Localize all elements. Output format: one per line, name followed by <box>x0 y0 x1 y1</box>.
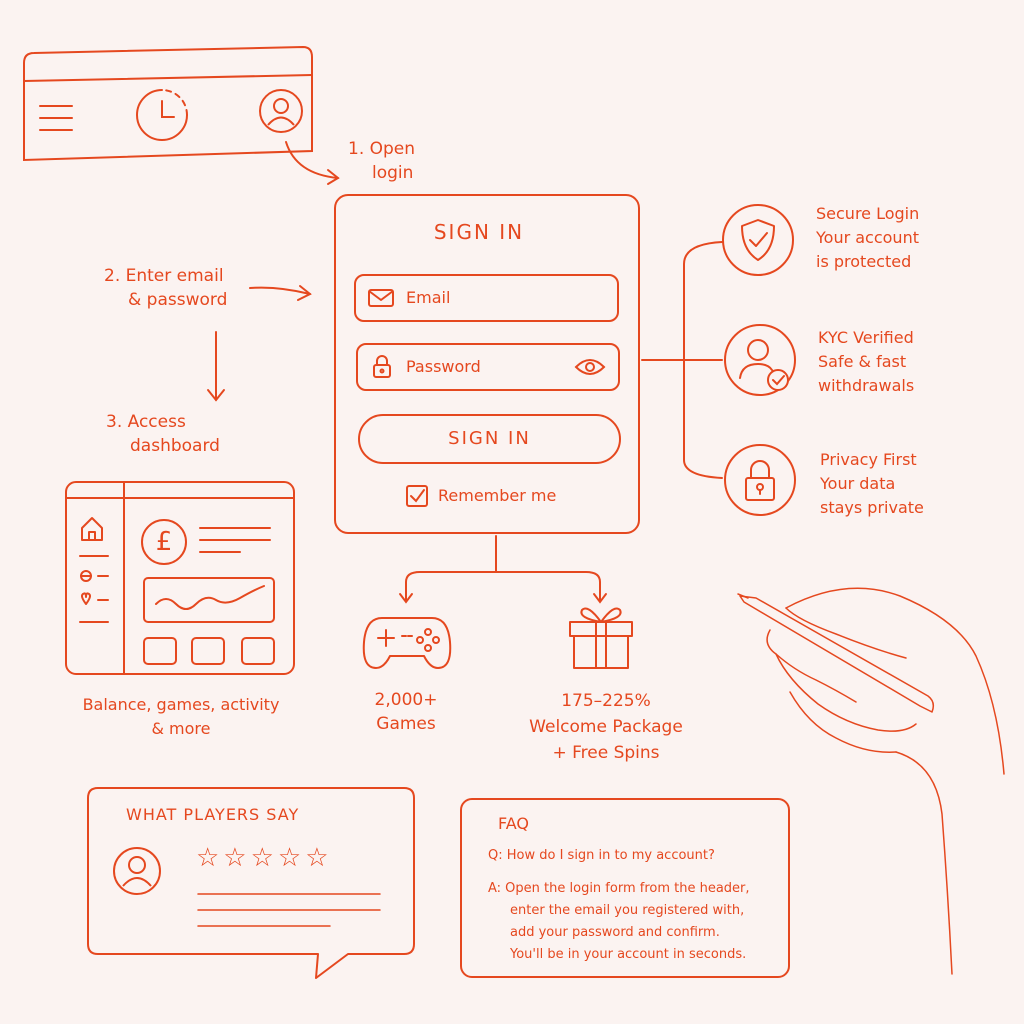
email-field[interactable]: Email <box>354 274 619 322</box>
arrow-to-form <box>248 280 316 304</box>
testimonial-heading: WHAT PLAYERS SAY <box>126 805 300 824</box>
games-offer: 2,000+Games <box>374 690 438 734</box>
faq-answer: A: Open the login form from the header, … <box>488 881 750 962</box>
testimonial-bubble <box>86 786 418 982</box>
padlock-icon <box>372 355 392 379</box>
show-password-eye-icon[interactable] <box>574 357 606 377</box>
faq-panel <box>460 798 790 978</box>
password-field[interactable]: Password <box>356 343 620 391</box>
checkbox-checked-icon[interactable] <box>406 485 428 507</box>
envelope-icon <box>368 288 394 308</box>
sign-in-form <box>334 194 640 534</box>
user-account-icon[interactable] <box>258 88 304 134</box>
offers-connector <box>396 534 610 608</box>
reviewer-avatar-icon <box>112 846 162 896</box>
sign-in-button[interactable]: SIGN IN <box>358 414 621 464</box>
dashboard-sketch: £ <box>64 480 296 676</box>
user-check-icon <box>722 322 798 398</box>
faq-heading: FAQ <box>498 814 529 833</box>
gift-box-icon <box>568 602 634 670</box>
currency-symbol: £ <box>155 527 173 557</box>
lock-icon <box>722 442 798 518</box>
hand-with-pen-illustration <box>736 574 1006 976</box>
remember-me-label: Remember me <box>438 486 557 505</box>
welcome-offer: 175–225%Welcome Package+ Free Spins <box>529 691 683 763</box>
hamburger-menu-icon[interactable] <box>38 102 74 134</box>
feature-connector <box>640 240 730 480</box>
game-controller-icon <box>362 612 452 672</box>
remember-me[interactable]: Remember me <box>406 484 556 508</box>
clock-icon[interactable] <box>134 87 190 143</box>
dashboard-caption: Balance, games, activity& more <box>82 695 280 738</box>
shield-check-icon <box>720 202 796 278</box>
email-placeholder: Email <box>406 288 451 307</box>
form-title: SIGN IN <box>433 220 525 244</box>
rating-stars: ☆☆☆☆☆ <box>196 843 333 873</box>
step-2-label: 2. Enter email& password <box>104 266 228 310</box>
arrow-to-login <box>282 138 344 188</box>
password-placeholder: Password <box>406 357 481 376</box>
header-bar <box>20 45 315 163</box>
review-text-lines <box>196 888 386 930</box>
arrow-down-to-step-3 <box>204 330 228 404</box>
faq-question: Q: How do I sign in to my account? <box>488 848 715 863</box>
